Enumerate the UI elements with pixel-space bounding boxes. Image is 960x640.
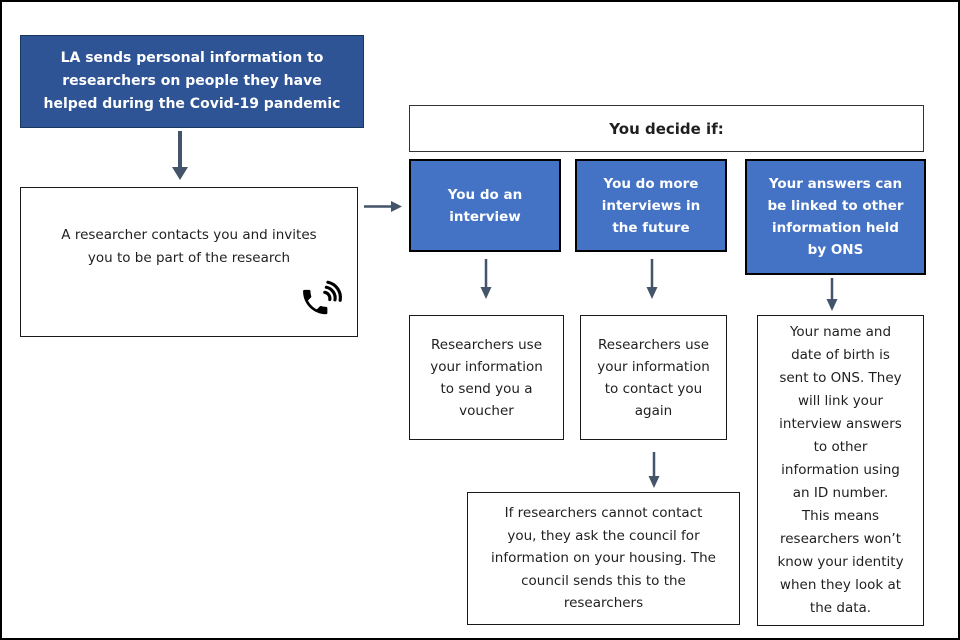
phone-ringing-icon <box>303 280 342 315</box>
arrow-researcher-to-options <box>364 201 402 212</box>
council-housing-info-box: If researchers cannot contact you, they … <box>467 492 740 625</box>
outcome-contact-again-box: Researchers use your information to cont… <box>580 315 727 440</box>
option-link-answers-ons: Your answers can be linked to other info… <box>745 159 926 275</box>
arrow-outcome2-to-followup <box>648 452 660 488</box>
option-more-interviews: You do more interviews in the future <box>575 159 727 252</box>
outcome-voucher-box: Researchers use your information to send… <box>409 315 564 440</box>
arrow-option3-to-outcome3 <box>826 278 838 311</box>
arrow-option2-to-outcome2 <box>646 259 658 299</box>
option-do-interview: You do an interview <box>409 159 561 252</box>
outcome-ons-linkage-box: Your name and date of birth is sent to O… <box>757 315 924 626</box>
researcher-contacts-text: A researcher contacts you and invites yo… <box>61 227 317 266</box>
arrow-option1-to-outcome1 <box>480 259 492 299</box>
la-sends-info-box: LA sends personal information to researc… <box>20 35 364 128</box>
arrow-la-to-researcher <box>172 131 188 180</box>
researcher-contacts-box: A researcher contacts you and invites yo… <box>20 187 358 337</box>
you-decide-header: You decide if: <box>409 105 924 152</box>
